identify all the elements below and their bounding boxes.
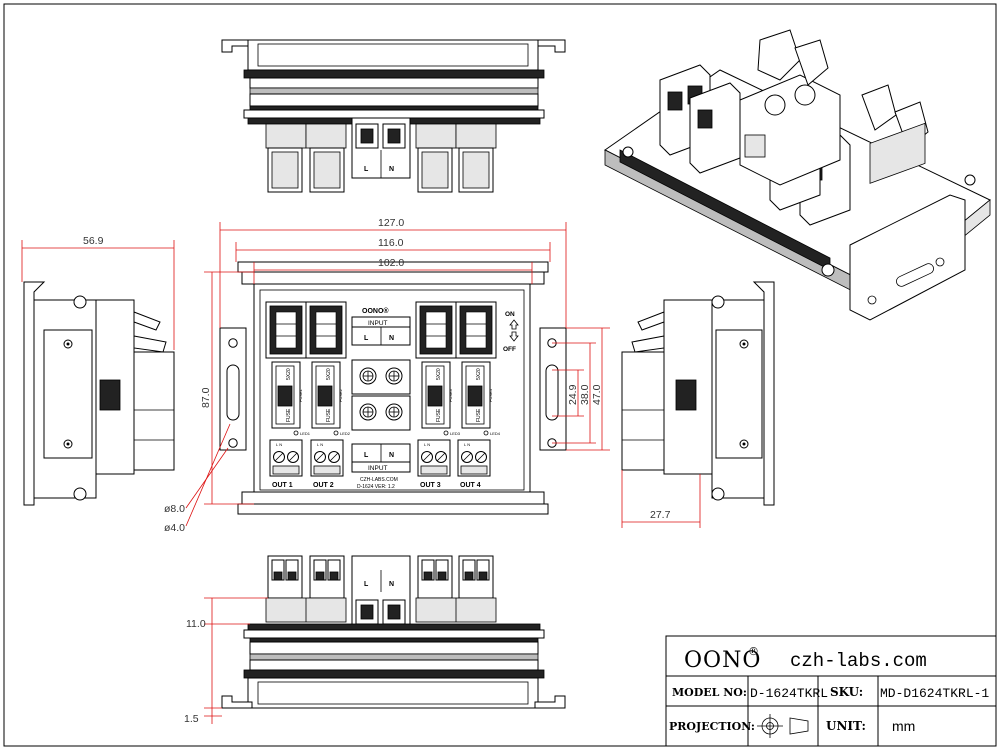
dim-rail-width: 116.0 xyxy=(378,237,404,249)
arrow-up-icon xyxy=(509,319,519,330)
output-terminal-2: L N xyxy=(310,439,344,477)
dim-hole-small: ø4.0 xyxy=(164,522,185,534)
dim-hole-large: ø8.0 xyxy=(164,503,185,515)
dim-overall-width: 127.0 xyxy=(378,217,404,229)
switch-1 xyxy=(265,301,307,359)
bottom-view-n-label: N xyxy=(389,581,394,588)
model-label: MODEL NO: xyxy=(672,686,747,699)
switch-3 xyxy=(415,301,457,359)
unit-value: mm xyxy=(892,718,915,734)
dim-bracket-span: 38.0 xyxy=(579,384,591,405)
out-3-label: OUT 3 xyxy=(420,482,441,489)
dim-body-width: 102.0 xyxy=(378,257,404,269)
sku-label: SKU: xyxy=(830,685,863,699)
fuse-3-rating: 5X20 xyxy=(436,368,442,380)
dimensions: 56.9 127.0 116.0 102.0 87.0 ø8.0 ø4.0 24… xyxy=(21,217,701,725)
input-bottom-label: INPUT xyxy=(368,465,388,472)
brand-name: OONO xyxy=(684,648,761,673)
dim-right-depth: 27.7 xyxy=(650,509,671,521)
led-4-label: LED4 xyxy=(490,431,501,436)
dim-slot-pitch: 24.9 xyxy=(567,384,579,405)
board-version-label: D-1624 VER: 1.2 xyxy=(357,484,395,490)
led-3-label: LED3 xyxy=(450,431,461,436)
fuse-3-label: FUSE xyxy=(436,408,442,422)
fuse-4-rating: 5X20 xyxy=(476,368,482,380)
svg-text:L N: L N xyxy=(464,442,470,447)
drawing-border xyxy=(3,3,997,747)
dim-base-thickness: 1.5 xyxy=(184,713,199,725)
fuse-3-id: FUSE3 xyxy=(448,388,453,402)
model-value: D-1624TKRL xyxy=(750,686,828,701)
arrow-down-icon xyxy=(509,331,519,342)
registered-mark: ® xyxy=(748,645,759,658)
led-1-label: LED1 xyxy=(300,431,311,436)
fuse-1-id: FUSE1 xyxy=(298,388,303,402)
top-view: L N xyxy=(221,39,566,193)
input-top-label: INPUT xyxy=(368,320,388,327)
output-terminal-1: L N xyxy=(269,439,303,477)
front-brand-label: OONO® xyxy=(362,307,389,315)
input-bottom-n-label: N xyxy=(389,452,394,459)
led-2-label: LED2 xyxy=(340,431,351,436)
out-2-label: OUT 2 xyxy=(313,482,334,489)
title-block: OONO ® czh-labs.com MODEL NO: D-1624TKRL… xyxy=(665,635,997,747)
fuse-4: 5X20 FUSE FUSE4 xyxy=(461,361,493,429)
right-side-view xyxy=(621,281,775,506)
projection-symbol-icon xyxy=(757,714,809,738)
switch-2 xyxy=(305,301,347,359)
projection-label: PROJECTION: xyxy=(669,720,755,733)
input-top-n-label: N xyxy=(389,335,394,342)
top-view-n-label: N xyxy=(389,166,394,173)
off-label: OFF xyxy=(503,346,516,353)
dim-terminal-height: 11.0 xyxy=(186,618,206,630)
fuse-2-id: FUSE2 xyxy=(338,388,343,402)
fuse-2-label: FUSE xyxy=(326,408,332,422)
on-label: ON xyxy=(505,311,515,318)
output-terminal-4: L N xyxy=(457,439,491,477)
input-bottom-l-label: L xyxy=(364,452,369,459)
fuse-2: 5X20 FUSE FUSE2 xyxy=(311,361,343,429)
svg-text:L N: L N xyxy=(317,442,323,447)
output-terminal-3: L N xyxy=(417,439,451,477)
isometric-view xyxy=(604,29,991,321)
board-website-label: CZH-LABS.COM xyxy=(360,477,398,483)
dim-side-depth: 56.9 xyxy=(83,235,104,247)
top-view-l-label: L xyxy=(364,166,369,173)
unit-label: UNIT: xyxy=(826,719,866,733)
out-1-label: OUT 1 xyxy=(272,482,293,489)
bottom-view-l-label: L xyxy=(364,581,369,588)
fuse-1: 5X20 FUSE FUSE1 xyxy=(271,361,303,429)
dim-height: 87.0 xyxy=(200,387,212,408)
front-view: OONO® INPUT L N L N INPUT CZH-LABS.COM D… xyxy=(219,261,567,515)
switch-4 xyxy=(455,301,497,359)
out-4-label: OUT 4 xyxy=(460,482,481,489)
fuse-4-id: FUSE4 xyxy=(488,388,493,402)
input-top-l-label: L xyxy=(364,335,369,342)
left-side-view xyxy=(23,281,175,506)
fuse-4-label: FUSE xyxy=(476,408,482,422)
website-text: czh-labs.com xyxy=(790,650,927,672)
svg-text:L N: L N xyxy=(276,442,282,447)
dim-bracket-height: 47.0 xyxy=(591,384,603,405)
bottom-view: L N xyxy=(221,555,566,709)
fuse-1-label: FUSE xyxy=(286,408,292,422)
fuse-2-rating: 5X20 xyxy=(326,368,332,380)
fuse-3: 5X20 FUSE FUSE3 xyxy=(421,361,453,429)
sku-value: MD-D1624TKRL-1 xyxy=(880,686,989,701)
svg-text:L N: L N xyxy=(424,442,430,447)
fuse-1-rating: 5X20 xyxy=(286,368,292,380)
